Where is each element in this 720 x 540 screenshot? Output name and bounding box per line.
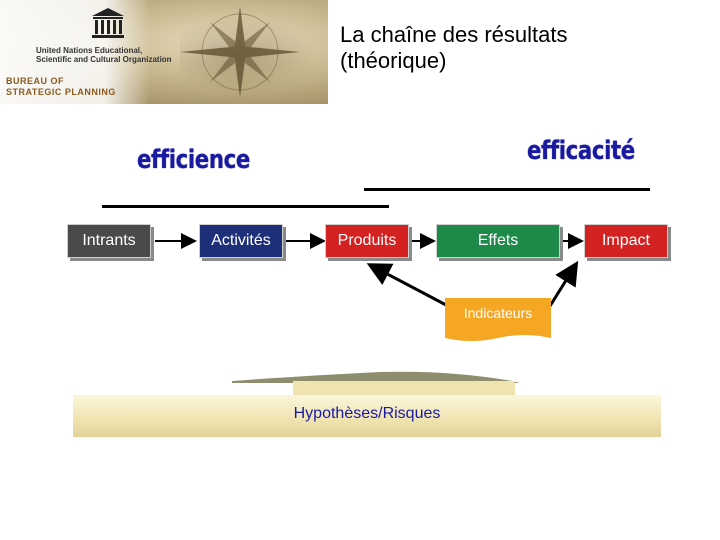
chain-box-intrants: Intrants (67, 224, 151, 258)
chain-box-effets: Effets (436, 224, 560, 258)
chain-box-activites: Activités (199, 224, 283, 258)
chain-box-impact: Impact (584, 224, 668, 258)
indicators-shape: Indicateurs (445, 298, 551, 341)
chain-box-produits: Produits (325, 224, 409, 258)
chain-box-label: Impact (601, 232, 650, 249)
organization-name: United Nations Educational, Scientific a… (36, 46, 172, 64)
unesco-logo (92, 8, 124, 38)
efficience-label: efficience (137, 145, 250, 175)
compass-rose-icon (180, 6, 300, 98)
chain-box-label: Effets (477, 232, 519, 249)
chain-box-label: Intrants (82, 232, 136, 249)
banner-fade (0, 0, 150, 104)
bureau-name: BUREAU OF STRATEGIC PLANNING (6, 76, 116, 97)
header-banner: United Nations Educational, Scientific a… (0, 0, 328, 104)
indicators-label: Indicateurs (464, 305, 532, 321)
hypotheses-label: Hypothèses/Risques (293, 405, 441, 422)
chain-box-label: Activités (211, 232, 271, 249)
page-title: La chaîne des résultats (théorique) (340, 22, 568, 73)
efficience-bracket-line (102, 205, 389, 208)
efficacite-label: efficacité (527, 136, 635, 166)
efficacite-bracket-line (364, 188, 650, 191)
hypotheses-bar: Hypothèses/Risques (73, 395, 661, 437)
chain-box-label: Produits (337, 232, 397, 249)
